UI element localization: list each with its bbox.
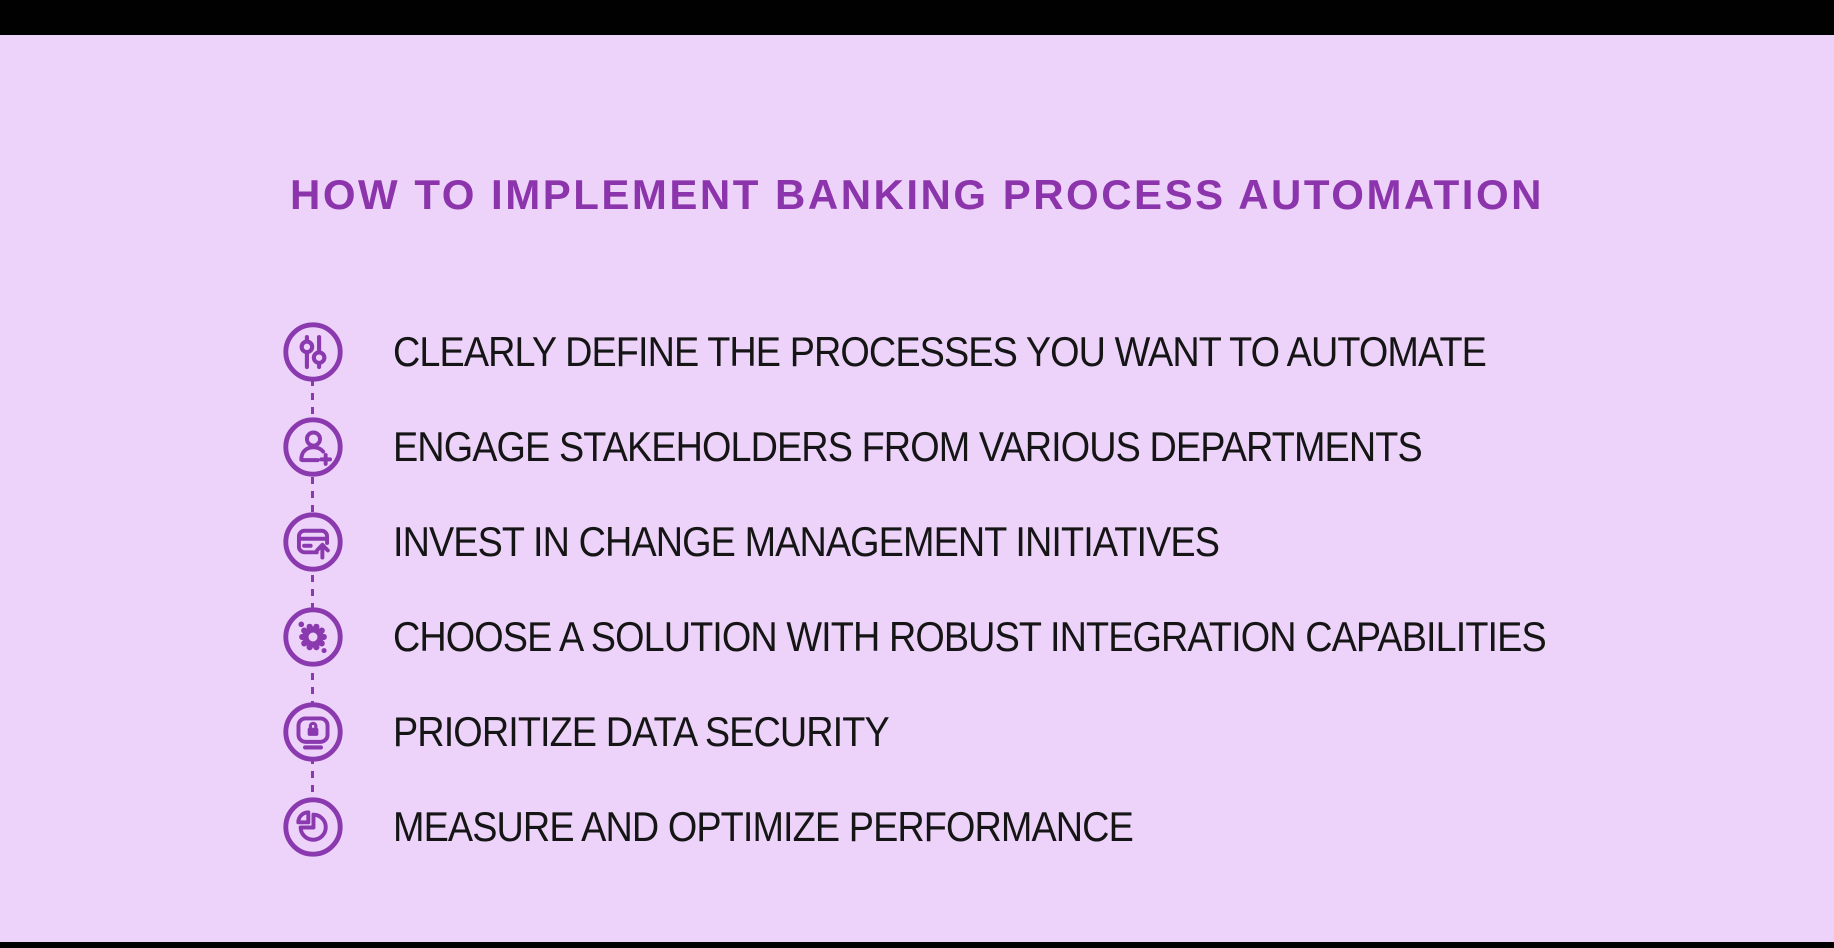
- list-item: ENGAGE STAKEHOLDERS FROM VARIOUS DEPARTM…: [283, 399, 1674, 494]
- secure-monitor-icon: [283, 701, 343, 762]
- steps-list: CLEARLY DEFINE THE PROCESSES YOU WANT TO…: [283, 304, 1674, 874]
- page-title: HOW TO IMPLEMENT BANKING PROCESS AUTOMAT…: [290, 171, 1544, 218]
- list-item-label: PRIORITIZE DATA SECURITY: [393, 707, 890, 755]
- list-item-label: MEASURE AND OPTIMIZE PERFORMANCE: [393, 802, 1134, 850]
- list-item-label: ENGAGE STAKEHOLDERS FROM VARIOUS DEPARTM…: [393, 422, 1423, 470]
- list-item: PRIORITIZE DATA SECURITY: [283, 684, 1674, 779]
- dashed-connector-line: [311, 351, 314, 827]
- pie-chart-icon: [283, 796, 343, 857]
- list-item: INVEST IN CHANGE MANAGEMENT INITIATIVES: [283, 494, 1674, 589]
- sliders-icon: [283, 321, 343, 382]
- list-item-label: CHOOSE A SOLUTION WITH ROBUST INTEGRATIO…: [393, 612, 1547, 660]
- add-user-icon: [283, 416, 343, 477]
- list-item: CLEARLY DEFINE THE PROCESSES YOU WANT TO…: [283, 304, 1674, 399]
- card-upload-icon: [283, 511, 343, 572]
- canvas: HOW TO IMPLEMENT BANKING PROCESS AUTOMAT…: [0, 35, 1834, 942]
- list-item: CHOOSE A SOLUTION WITH ROBUST INTEGRATIO…: [283, 589, 1674, 684]
- list-item-label: CLEARLY DEFINE THE PROCESSES YOU WANT TO…: [393, 327, 1487, 375]
- list-item-label: INVEST IN CHANGE MANAGEMENT INITIATIVES: [393, 517, 1220, 565]
- bottom-letterbox-bar: [0, 942, 1834, 948]
- list-item: MEASURE AND OPTIMIZE PERFORMANCE: [283, 779, 1674, 874]
- top-letterbox-bar: [0, 0, 1834, 35]
- integration-gear-icon: [283, 606, 343, 667]
